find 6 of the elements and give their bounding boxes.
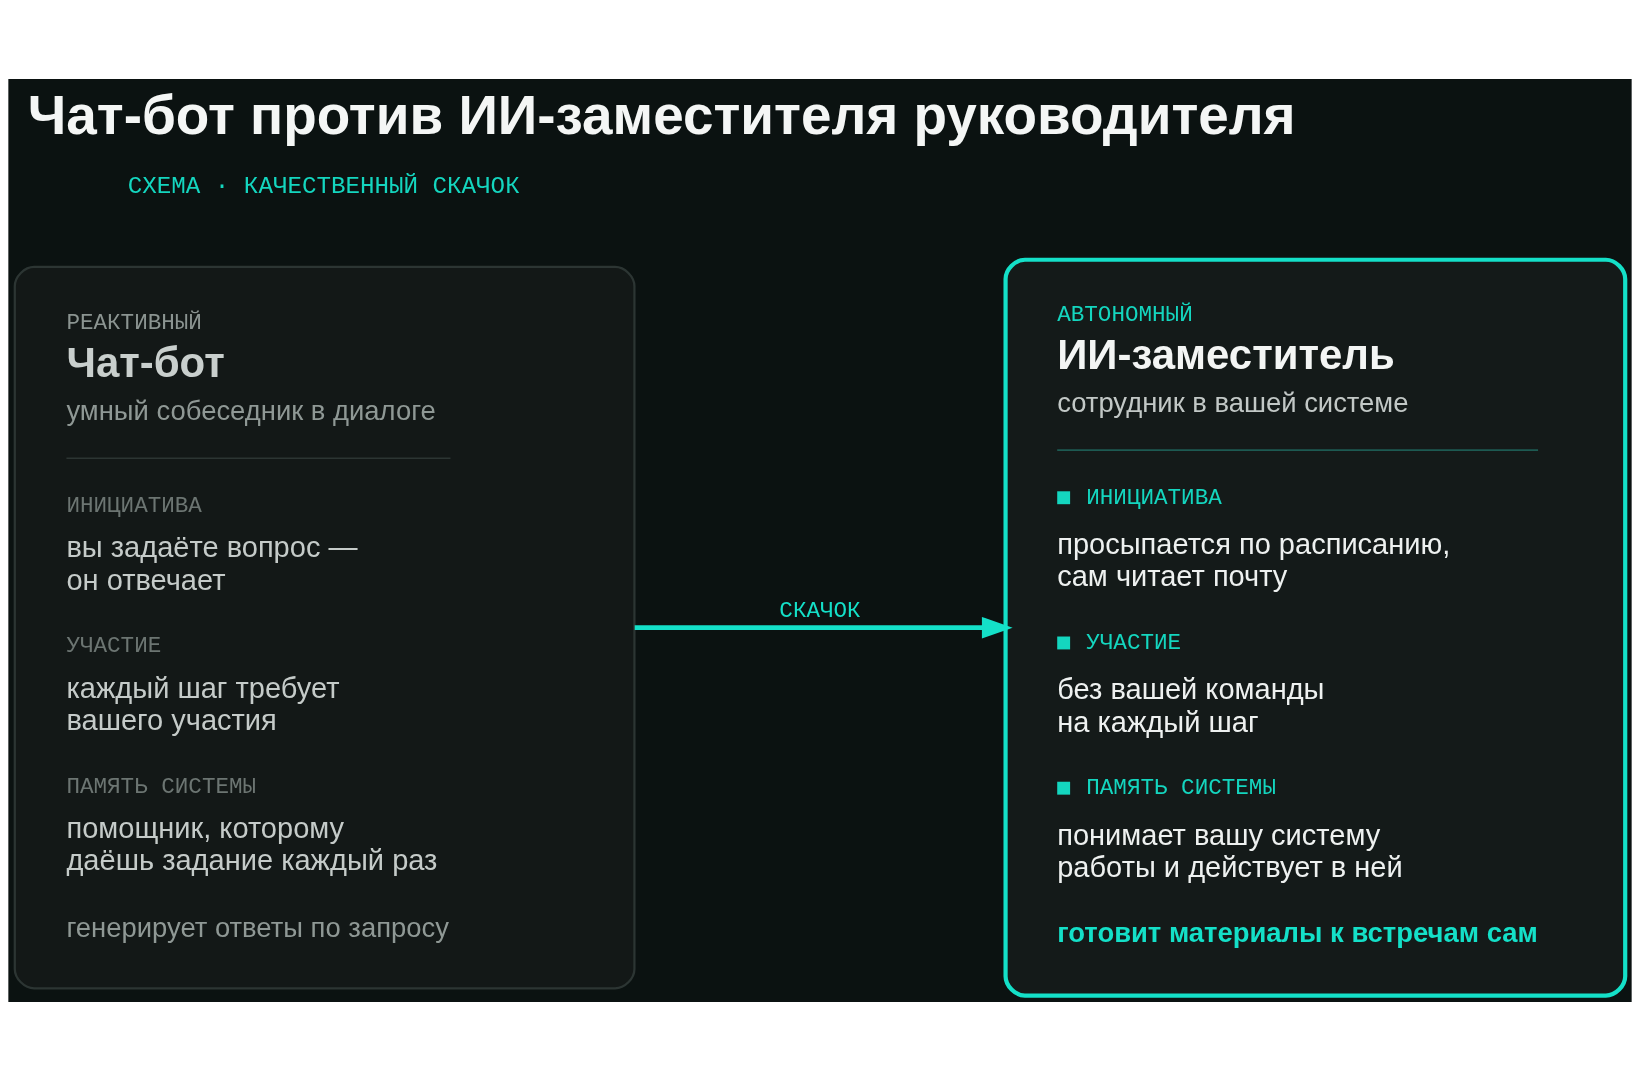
edge-label: СКАЧОК xyxy=(779,597,861,624)
node-box: АВТОНОМНЫЙ ИИ-заместитель сотрудник в вашей системе ИНИЦИАТИВА просыпается по расписанию, сам читает почту УЧАСТИЕ без вашей команды на каждый шаг ПАМЯТЬ СИСТЕМЫ понимает вашу систему работы и действует в ней готовит материалы к встречам сам xyxy=(1003,257,1628,998)
arrow xyxy=(634,616,1013,638)
node-box: РЕАКТИВНЫЙ Чат-бот умный собеседник в диалоге ИНИЦИАТИВА вы задаёте вопрос — он отвечает УЧАСТИЕ каждый шаг требует вашего участия ПАМЯТЬ СИСТЕМЫ помощник, которому даёшь задание каждый раз генерирует ответы по запросу xyxy=(13,265,636,989)
diagram-title: Чат-бот против ИИ-заместителя руководителя xyxy=(27,83,1296,146)
label: СХЕМА · КАЧЕСТВЕННЫЙ СКАЧОК xyxy=(127,172,520,200)
